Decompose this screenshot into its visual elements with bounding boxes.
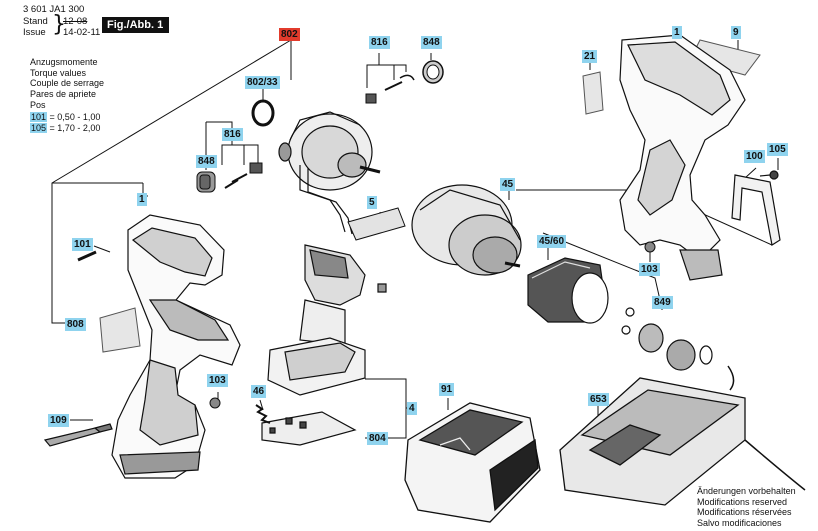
torque-line-fr: Couple de serrage [30,78,105,88]
header-brace: } [52,12,66,37]
callout-5: 5 [367,196,377,209]
callout-109: 109 [48,414,69,427]
torque-row-pos: 105 [30,123,48,133]
callout-91: 91 [439,383,455,396]
switch-electronics [268,245,386,395]
torque-pos-label: Pos [30,100,46,110]
belt-clip [732,171,780,245]
callout-1-top: 1 [672,26,682,39]
callout-46: 46 [251,385,267,398]
torque-line-de: Anzugsmomente [30,57,98,67]
battery-pack [405,403,540,522]
label-sheet-21 [583,72,603,114]
callout-1-left: 1 [137,193,147,206]
torque-values-block: Anzugsmomente Torque values Couple de se… [30,57,104,134]
nose-cover [528,258,608,323]
issue-label: Issue [23,27,46,38]
callout-802-33: 802/33 [245,76,280,89]
callout-21: 21 [582,50,598,63]
callout-816-top: 816 [369,36,390,49]
new-date: 14-02-11 [63,27,101,38]
modifications-line-fr: Modifications réservées [697,507,792,517]
modifications-line-de: Änderungen vorbehalten [697,486,796,496]
impact-mechanism [412,185,521,275]
plate-part-5 [348,208,405,240]
anvil-parts [622,308,734,390]
circuit-board [262,412,355,445]
modifications-line-es: Salvo modificaciones [697,517,782,528]
torque-row-pos: 101 [30,111,48,122]
callout-808: 808 [65,318,86,331]
callout-848-left: 848 [196,155,217,168]
callout-804: 804 [367,432,388,445]
small-motor-parts [197,61,443,192]
spring-part-46 [256,405,270,423]
label-sheet-808 [100,308,140,352]
callout-9: 9 [731,26,741,39]
callout-816-left: 816 [222,128,243,141]
motor-assembly [279,112,380,234]
callout-45: 45 [500,178,516,191]
torque-row-value: = 1,70 - 2,00 [49,123,101,133]
screwdriver-bit [45,424,112,446]
screw-103-right [645,242,655,252]
modifications-note: Änderungen vorbehalten Modifications res… [697,486,796,528]
callout-849: 849 [652,296,673,309]
housing-right [620,35,745,280]
figure-label: Fig./Abb. 1 [102,17,170,33]
callout-802: 802 [279,28,300,41]
callout-103-left: 103 [207,374,228,387]
stand-label: Stand [23,16,48,27]
torque-line-es: Pares de apriete [30,88,97,99]
torque-line-en: Torque values [30,67,87,78]
callout-101: 101 [72,238,93,251]
screw-103-left [210,398,220,408]
callout-105: 105 [767,143,788,156]
callout-45-60: 45/60 [537,235,567,248]
torque-row: 105 = 1,70 - 2,00 [30,123,104,134]
screw-101 [78,252,96,260]
callout-653: 653 [588,393,609,406]
modifications-line-en: Modifications reserved [697,496,788,507]
part-number: 3 601 JA1 300 [23,4,85,15]
charger [560,378,805,505]
callout-848-top: 848 [421,36,442,49]
callout-100: 100 [744,150,765,163]
torque-row-value: = 0,50 - 1,00 [49,111,101,122]
housing-left [112,215,240,478]
callout-4: 4 [407,402,417,415]
torque-row: 101 = 0,50 - 1,00 [30,111,104,123]
old-date: 12-08 [63,16,88,27]
callout-103-right: 103 [639,263,660,276]
